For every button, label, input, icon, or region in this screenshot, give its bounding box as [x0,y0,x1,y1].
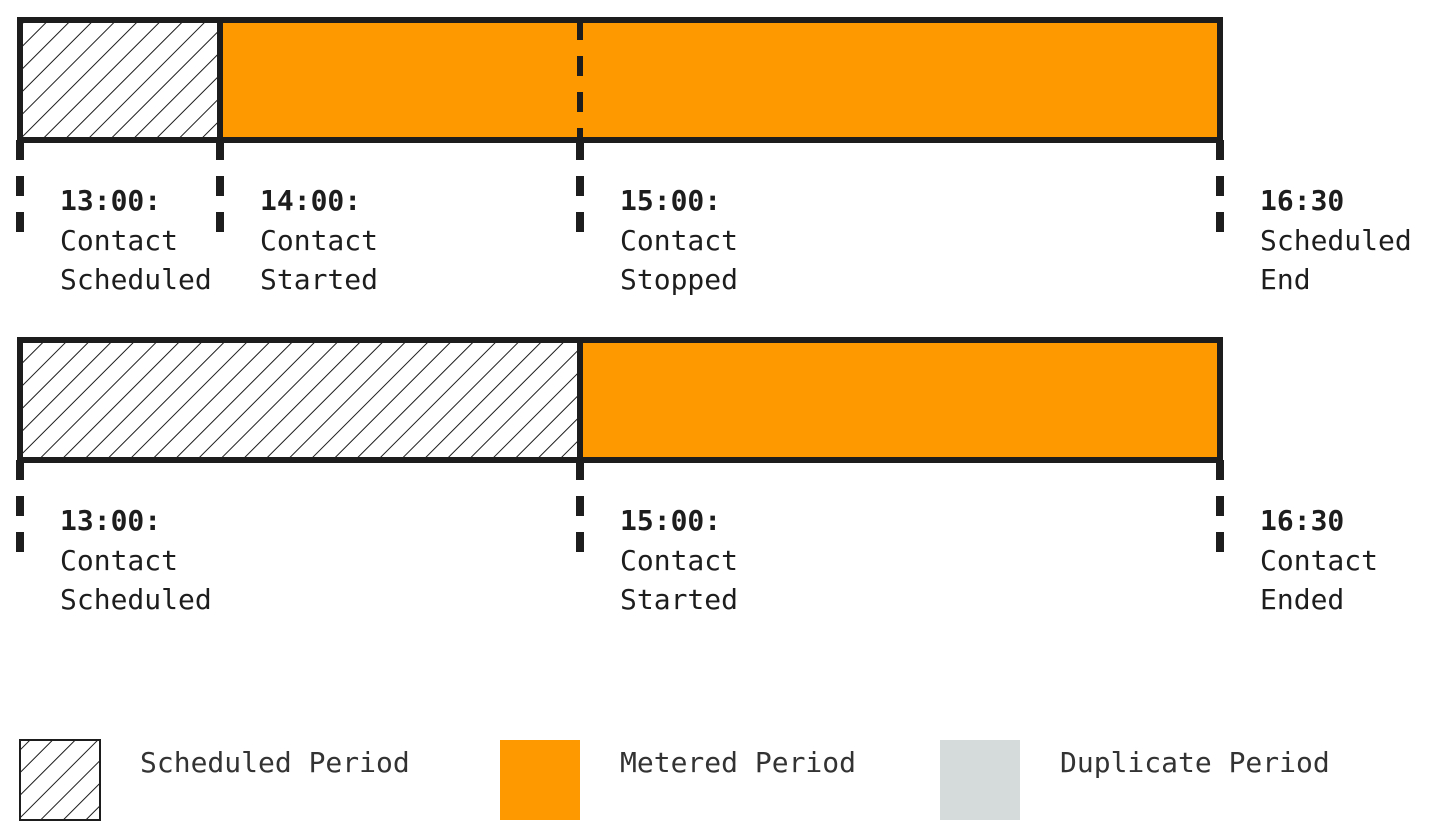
legend-item-scheduled: Scheduled Period [19,739,410,821]
milestone-time: 13:00: [60,184,161,217]
milestone-time: 16:30 [1260,184,1344,217]
scheduled-period-segment [20,340,580,460]
milestone-event: Contact [1260,544,1378,577]
milestone-label: 15:00: Contact Stopped [620,184,738,296]
legend-swatch-hatched [19,739,101,821]
timeline-late-start: 13:00: Contact Scheduled 15:00: Contact … [16,337,1378,616]
legend-item-metered: Metered Period [500,740,856,820]
milestone-event: Scheduled [60,263,212,296]
milestone-time: 13:00: [60,504,161,537]
milestone-event: Ended [1260,583,1344,616]
timeline-bar-outline [17,17,1223,143]
timeline-bar-outline [17,337,1223,463]
milestone-event: Contact [60,224,178,257]
milestone-label: 16:30 Contact Ended [1260,504,1378,616]
timeline-early-start: 13:00: Contact Scheduled 14:00: Contact … [16,17,1412,296]
milestone-event: Started [260,263,378,296]
legend-label: Scheduled Period [140,746,410,779]
legend-swatch-duplicate [940,740,1020,820]
milestone-event: End [1260,263,1311,296]
milestone-event: Scheduled [1260,224,1412,257]
scheduled-period-segment [20,20,220,140]
metered-period-segment [220,20,1220,140]
milestone-event: Contact [260,224,378,257]
legend-item-duplicate: Duplicate Period [940,740,1330,820]
milestone-event: Contact [620,544,738,577]
legend-label: Metered Period [620,746,856,779]
milestone-time: 16:30 [1260,504,1344,537]
milestone-event: Stopped [620,263,738,296]
milestone-event: Contact [620,224,738,257]
milestone-label: 13:00: Contact Scheduled [60,184,212,296]
milestone-label: 13:00: Contact Scheduled [60,504,212,616]
milestone-time: 15:00: [620,184,721,217]
legend-label: Duplicate Period [1060,746,1330,779]
milestone-label: 14:00: Contact Started [260,184,378,296]
legend: Scheduled Period Metered Period Duplicat… [19,739,1330,821]
milestone-event: Contact [60,544,178,577]
milestone-event: Started [620,583,738,616]
milestone-time: 15:00: [620,504,721,537]
metered-period-segment [580,340,1220,460]
milestone-label: 16:30 Scheduled End [1260,184,1412,296]
milestone-time: 14:00: [260,184,361,217]
milestone-event: Scheduled [60,583,212,616]
milestone-label: 15:00: Contact Started [620,504,738,616]
legend-swatch-metered [500,740,580,820]
